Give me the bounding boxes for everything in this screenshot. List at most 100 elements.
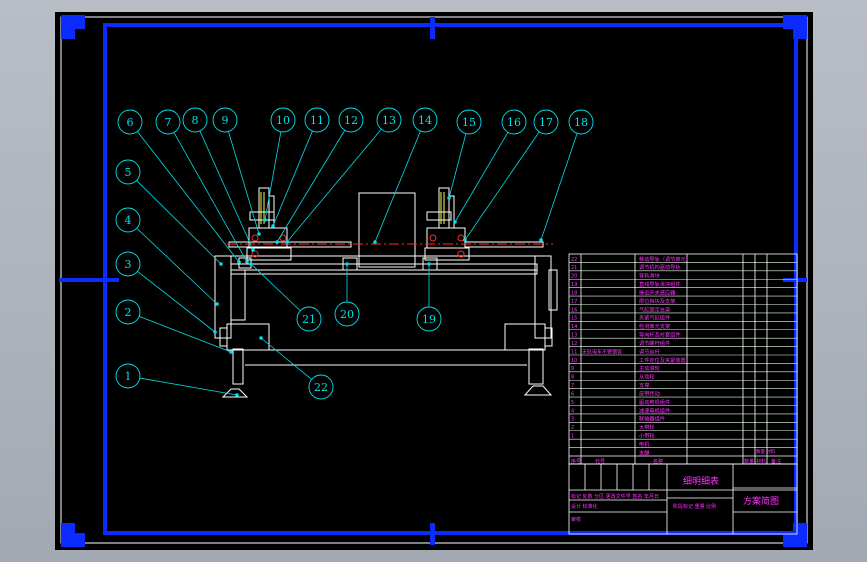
- leader-line-13: [286, 128, 382, 243]
- leader-line-6: [137, 131, 240, 263]
- bom-row-name: 检测单元支架: [639, 322, 670, 330]
- leader-line-1: [139, 377, 238, 396]
- bom-row-name: 减速电机组件: [639, 406, 670, 414]
- leader-dot-14: [373, 240, 377, 244]
- balloon-label: 15: [462, 116, 476, 129]
- title-block-approver-row: 审核: [571, 516, 581, 523]
- bom-row-name: 驱动电机组件: [639, 398, 670, 406]
- balloon-label: 18: [574, 116, 588, 129]
- bom-row-name: 电机: [639, 440, 650, 448]
- balloon-7: 7: [155, 109, 181, 135]
- leader-line-3: [137, 271, 216, 333]
- balloon-16: 16: [501, 109, 527, 135]
- bom-row-number: 19: [571, 282, 577, 288]
- leader-lines: [136, 128, 578, 397]
- leader-dot-10: [263, 218, 267, 222]
- leader-dot-13: [285, 240, 289, 244]
- right-carriage: [426, 227, 466, 249]
- leader-dot-19: [427, 262, 431, 266]
- table-title: 细明细表: [683, 475, 719, 487]
- bearing-marks: [251, 234, 465, 258]
- balloon-6: 6: [117, 109, 143, 135]
- leader-dot-21: [249, 262, 253, 266]
- leader-line-12: [276, 130, 346, 243]
- leader-line-17: [464, 131, 540, 241]
- bom-row-name: 从动轮: [639, 373, 655, 381]
- balloon-label: 14: [418, 114, 432, 127]
- balloon-10: 10: [270, 107, 296, 133]
- balloon-20: 20: [334, 301, 360, 327]
- right-foot: [523, 385, 553, 396]
- balloon-22: 22: [308, 374, 334, 400]
- title-block-stage-row: 阶段标记 重量 比例: [673, 503, 716, 510]
- bom-row-name: 联轴器组件: [639, 415, 665, 423]
- leader-dot-7: [245, 260, 249, 264]
- leader-line-9: [228, 131, 260, 235]
- title-block-revision-row: 标记 处数 分区 更改文件号 签名 年月日: [571, 493, 659, 500]
- bed-rail: [230, 263, 538, 275]
- leader-line-15: [448, 133, 467, 199]
- leader-line-10: [264, 131, 282, 221]
- balloon-17: 17: [533, 109, 559, 135]
- bom-row-name: 接近开关感应器: [639, 288, 676, 296]
- bom-row-code: 无轨电车不锈钢管: [582, 348, 622, 355]
- balloon-label: 17: [539, 116, 553, 129]
- bom-row: 支腿: [639, 448, 650, 456]
- balloon-9: 9: [212, 107, 238, 133]
- bom-row-number: 11: [571, 349, 577, 355]
- balloon-label: 1: [125, 370, 132, 383]
- leader-line-22: [260, 337, 312, 380]
- leader-dot-22: [259, 336, 263, 340]
- balloon-label: 20: [340, 308, 354, 321]
- bom-row-number: 18: [571, 290, 577, 296]
- leader-dot-6: [237, 260, 241, 264]
- balloon-21: 21: [296, 306, 322, 332]
- balloon-13: 13: [376, 107, 402, 133]
- balloon-1: 1: [115, 363, 141, 389]
- balloon-2: 2: [115, 299, 141, 325]
- bom-row-number: 2: [571, 425, 574, 431]
- balloon-15: 15: [456, 109, 482, 135]
- bom-row-name: 支撑: [639, 381, 649, 389]
- leader-line-5: [136, 180, 222, 265]
- balloon-label: 3: [125, 258, 132, 271]
- left-side-frame: [214, 255, 232, 339]
- bom-header-cell: 代号: [595, 458, 605, 465]
- bom-row-name: 调节机构驱动导轨: [639, 263, 681, 271]
- leader-dot-8: [251, 248, 255, 252]
- leader-dot-17: [463, 238, 467, 242]
- bom-row-name: 小带轮: [639, 432, 655, 440]
- leader-dot-18: [539, 238, 543, 242]
- balloon-label: 11: [310, 114, 324, 127]
- machine-assembly: [214, 187, 558, 398]
- leader-dot-11: [271, 224, 275, 228]
- bom-header-cell: 序号: [571, 458, 581, 465]
- corner-markers: [61, 15, 807, 547]
- bom-row-name: 支腿: [639, 448, 650, 456]
- bom-row-name: 导轨滑块: [639, 272, 661, 280]
- drawing-title: 方案简图: [743, 495, 779, 507]
- balloon-label: 8: [192, 114, 199, 127]
- leader-line-16: [454, 132, 509, 223]
- leader-line-8: [199, 130, 254, 251]
- balloon-label: 7: [165, 116, 172, 129]
- leader-line-18: [540, 133, 578, 241]
- balloon-label: 16: [507, 116, 521, 129]
- bom-row-name: 夹紧气缸组件: [639, 314, 670, 322]
- leader-dot-16: [453, 220, 457, 224]
